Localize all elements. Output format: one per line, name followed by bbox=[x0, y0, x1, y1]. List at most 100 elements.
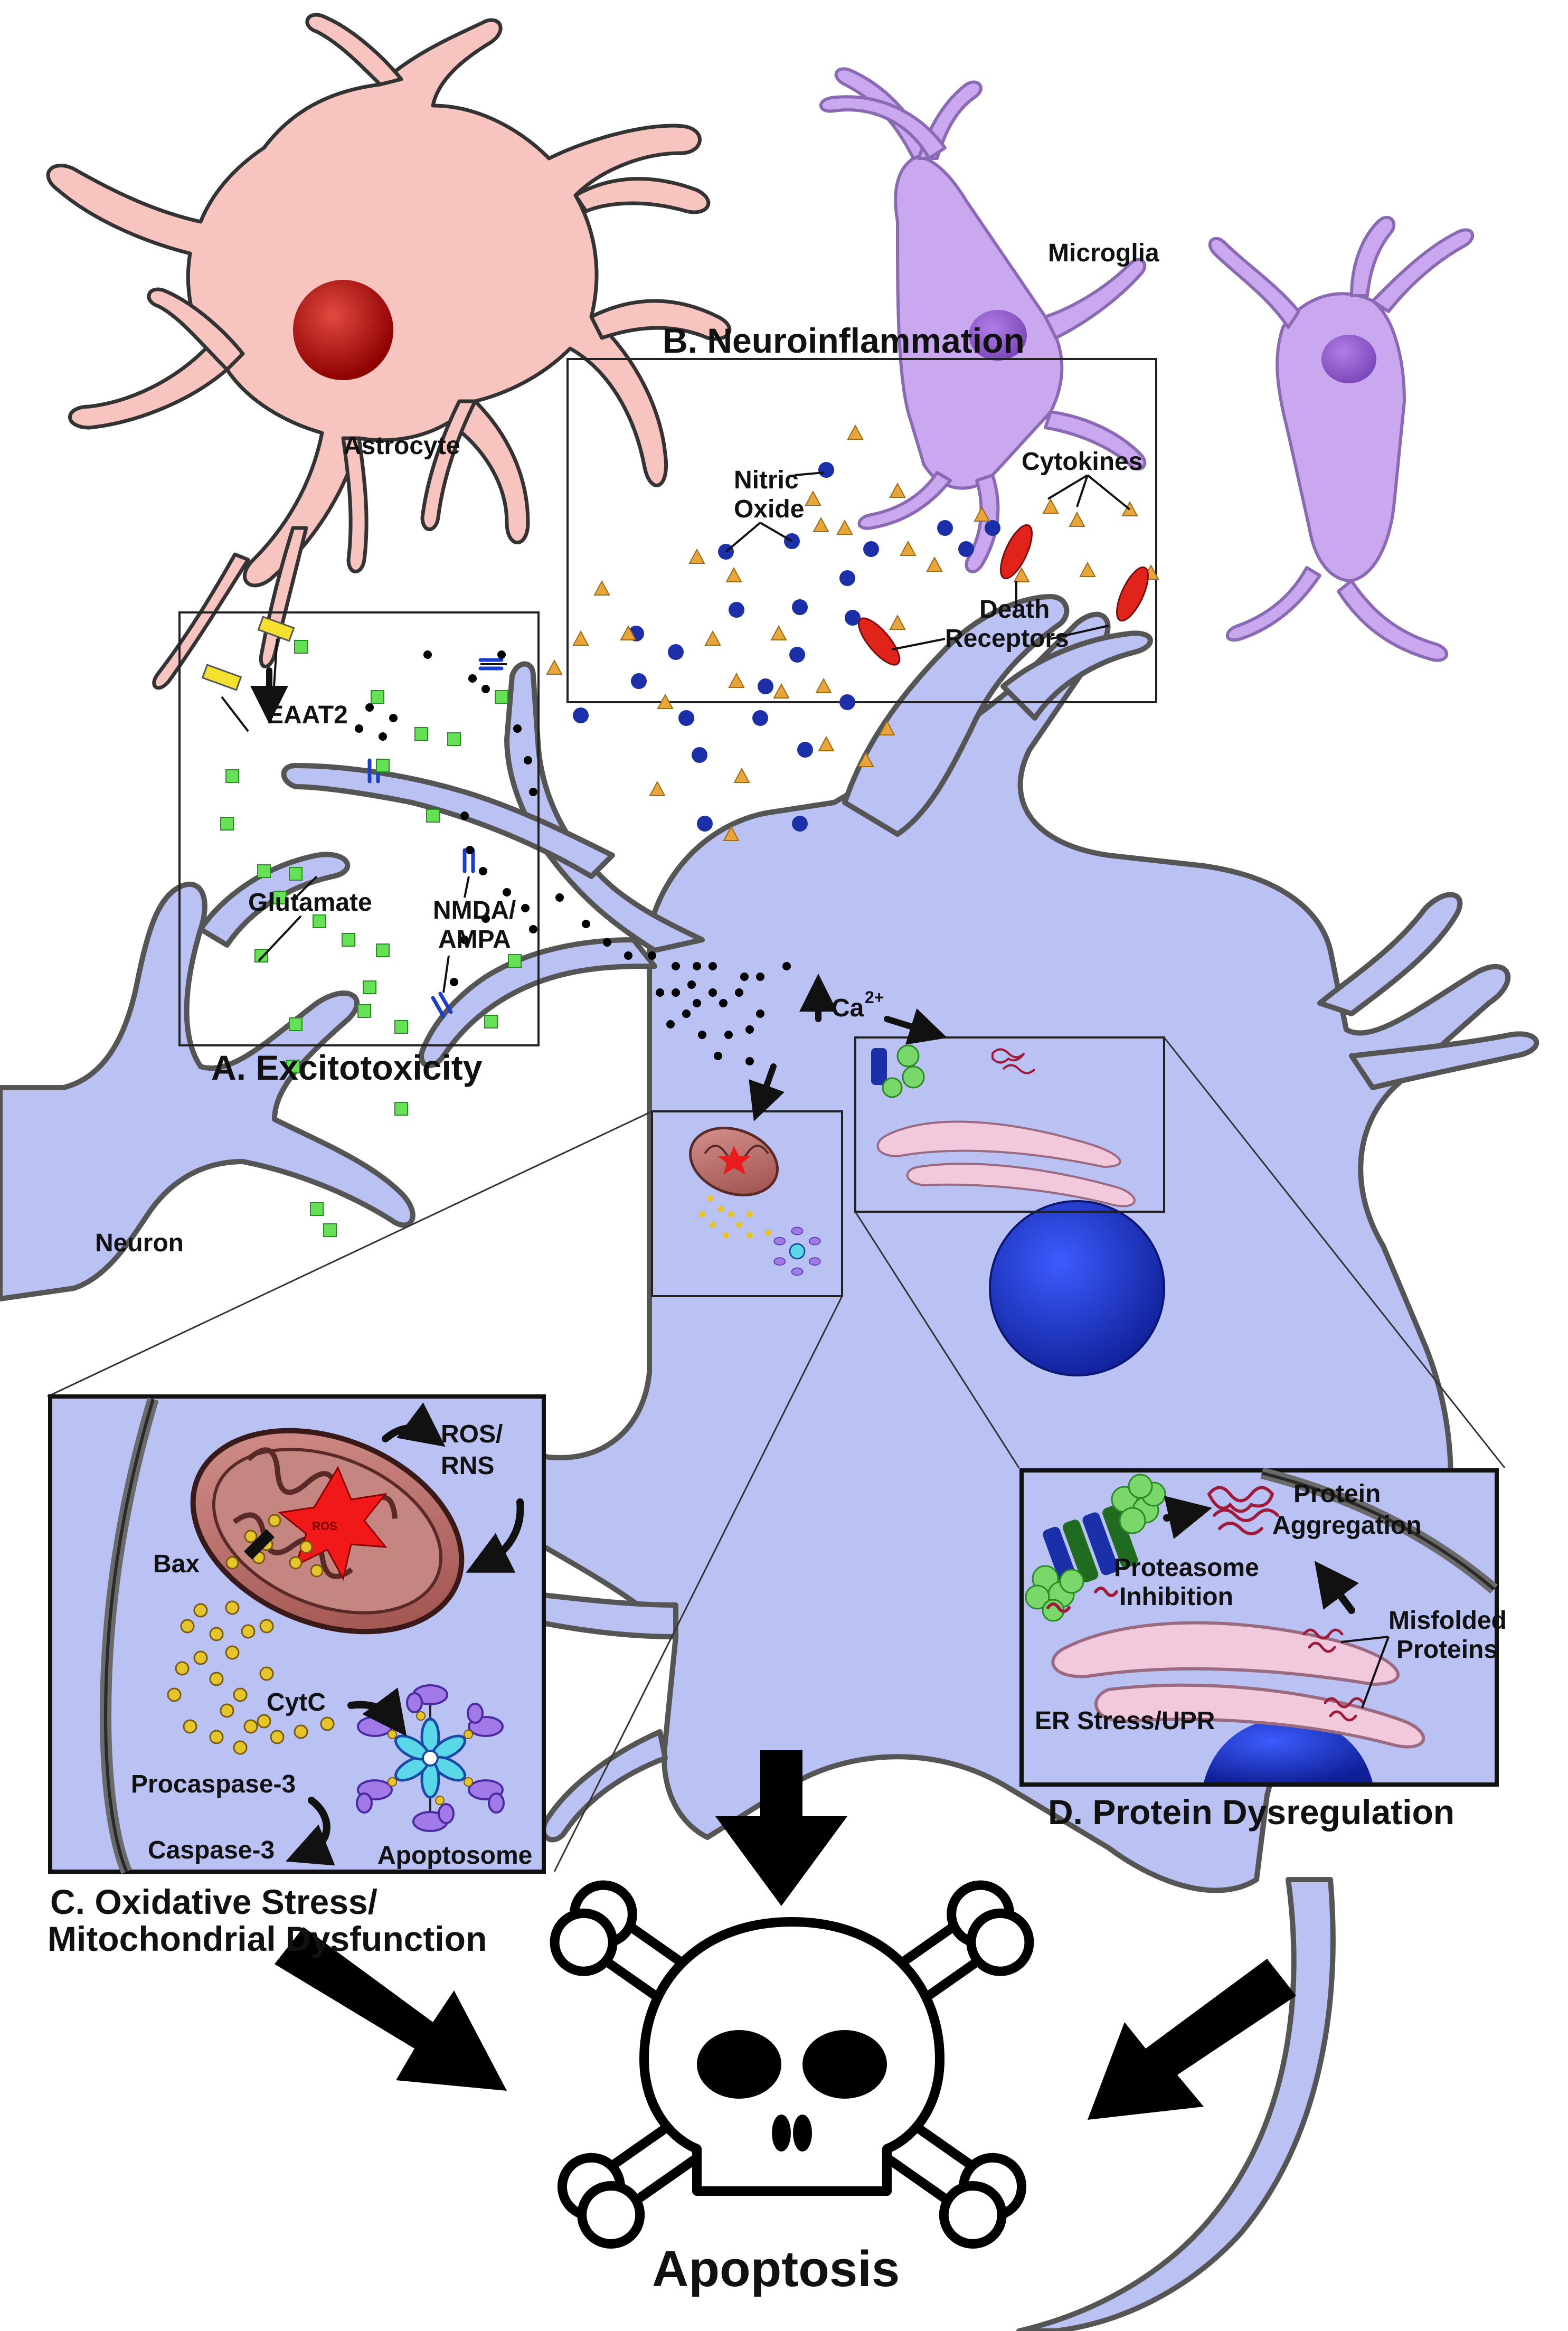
calcium-ion bbox=[521, 904, 530, 912]
glutamate-molecule bbox=[323, 1223, 337, 1237]
cytokine-molecule bbox=[815, 677, 832, 693]
glutamate-molecule bbox=[394, 1020, 408, 1034]
calcium-ion bbox=[693, 999, 701, 1007]
cytokine-molecule bbox=[1079, 561, 1096, 577]
calcium-ion bbox=[656, 988, 664, 997]
death-receptors-label-2: Receptors bbox=[945, 625, 1069, 653]
cytochrome-c bbox=[175, 1661, 190, 1676]
nitric-oxide-molecule bbox=[845, 610, 861, 626]
small-cytochrome-c bbox=[699, 1195, 771, 1239]
nitric-oxide-molecule bbox=[797, 742, 813, 758]
calcium-ion bbox=[693, 962, 701, 970]
cytochrome-c bbox=[167, 1687, 182, 1702]
caspase3-label: Caspase-3 bbox=[148, 1836, 275, 1864]
cytokine-molecule bbox=[805, 490, 821, 506]
mitochondria-zoom-box bbox=[651, 1110, 843, 1297]
death-receptors bbox=[857, 524, 1149, 666]
excitotoxicity-box bbox=[178, 611, 540, 1046]
calcium-ion bbox=[423, 650, 432, 659]
glutamate-molecule bbox=[376, 759, 390, 772]
calcium-ion bbox=[672, 988, 680, 997]
glutamate-molecule bbox=[371, 690, 384, 704]
cytokines-label: Cytokines bbox=[1022, 448, 1142, 476]
cytokine-molecule bbox=[836, 519, 853, 535]
cytochrome-c bbox=[723, 1232, 729, 1239]
cytochrome-c bbox=[736, 1222, 742, 1228]
glutamate-molecule bbox=[363, 980, 376, 994]
cytokine-molecule bbox=[688, 548, 705, 564]
cytokine-molecule bbox=[725, 567, 742, 582]
protein-aggregates bbox=[1046, 1486, 1279, 1613]
calcium-ion bbox=[709, 962, 717, 970]
glutamate-molecule bbox=[220, 817, 234, 831]
glutamate-molecule bbox=[289, 1017, 303, 1031]
proteasome-inhibition-label: Proteasome bbox=[1114, 1554, 1259, 1582]
cytokine-molecule bbox=[889, 482, 906, 498]
astrocyte-nucleus bbox=[293, 280, 393, 380]
eaat2-label: EAAT2 bbox=[267, 701, 348, 729]
calcium-ion bbox=[468, 674, 477, 683]
protein-aggregation-label-2: Aggregation bbox=[1272, 1512, 1422, 1540]
cytochrome-c bbox=[259, 1666, 274, 1681]
bax-label: Bax bbox=[153, 1550, 200, 1578]
neuroinflammation-box bbox=[566, 358, 1157, 703]
calcium-ion bbox=[555, 893, 564, 902]
glutamate-molecules bbox=[220, 640, 522, 1237]
cytochrome-c bbox=[193, 1603, 208, 1618]
glutamate-molecule bbox=[286, 1060, 300, 1073]
neuron-nucleus bbox=[989, 1200, 1165, 1376]
cytochrome-c bbox=[193, 1650, 208, 1665]
cytokine-molecule bbox=[733, 767, 750, 783]
cytochrome-c bbox=[233, 1687, 248, 1702]
calcium-ion bbox=[450, 978, 458, 986]
cytokine-molecule bbox=[572, 630, 589, 646]
section-d-title: D. Protein Dysregulation bbox=[1048, 1792, 1454, 1832]
protein-dysregulation-panel: Protein Aggregation Proteasome Inhibitio… bbox=[1019, 1467, 1507, 1787]
nitric-oxide-molecule bbox=[692, 747, 707, 763]
glutamate-molecule bbox=[254, 949, 268, 962]
calcium-ion bbox=[714, 1052, 722, 1060]
cytochrome-c-molecules bbox=[167, 1600, 335, 1755]
cytochrome-c bbox=[233, 1740, 248, 1755]
section-c-title: C. Oxidative Stress/ bbox=[50, 1882, 377, 1921]
calcium-ion bbox=[379, 732, 387, 741]
procaspase3-label: Procaspase-3 bbox=[131, 1770, 296, 1798]
nitric-oxide-molecule bbox=[631, 673, 647, 689]
neuron-label: Neuron bbox=[95, 1229, 184, 1257]
cytokine-molecule bbox=[728, 672, 745, 688]
ros-label: ROS bbox=[312, 1520, 337, 1533]
cytochrome-c bbox=[259, 1619, 274, 1634]
cytokine-molecule bbox=[546, 659, 563, 675]
nitric-oxide-label-2: Oxide bbox=[734, 495, 804, 523]
cytokine-molecule bbox=[857, 751, 874, 767]
leader-lines bbox=[221, 471, 1131, 993]
nitric-oxide-molecule bbox=[958, 541, 974, 557]
calcium-ion bbox=[745, 1057, 754, 1065]
calcium-ion bbox=[724, 1031, 733, 1039]
section-a-title: A. Excitotoxicity bbox=[211, 1048, 483, 1087]
microglia-2 bbox=[1208, 215, 1475, 662]
nitric-oxide-molecule bbox=[937, 520, 953, 536]
er-stress-label: ER Stress/UPR bbox=[1035, 1707, 1215, 1735]
cytokine-molecule bbox=[818, 735, 835, 751]
cytokine-molecule bbox=[657, 693, 674, 709]
microglia-1-nucleus bbox=[969, 310, 1027, 361]
nitric-oxide-molecule bbox=[752, 710, 768, 726]
calcium-ion bbox=[513, 724, 522, 733]
ros-rns-label-2: RNS bbox=[441, 1452, 494, 1480]
cytokine-molecule bbox=[900, 540, 917, 556]
nitric-oxide-molecule bbox=[668, 644, 684, 660]
small-proteasome bbox=[871, 1044, 925, 1098]
calcium-ion bbox=[497, 650, 506, 659]
skull-crossbones-icon bbox=[550, 1880, 1034, 2249]
astrocyte bbox=[46, 13, 732, 690]
calcium-ion bbox=[756, 973, 764, 981]
apoptosome-label: Apoptosome bbox=[377, 1842, 532, 1870]
misfolded-proteins bbox=[1302, 1628, 1365, 1722]
cytokine-molecule bbox=[620, 625, 637, 640]
cytokine-molecule bbox=[847, 424, 864, 440]
nitric-oxide-molecule bbox=[789, 647, 805, 663]
nitric-oxide-molecule bbox=[697, 816, 713, 832]
misfolded-proteins-label-2: Proteins bbox=[1396, 1636, 1498, 1664]
